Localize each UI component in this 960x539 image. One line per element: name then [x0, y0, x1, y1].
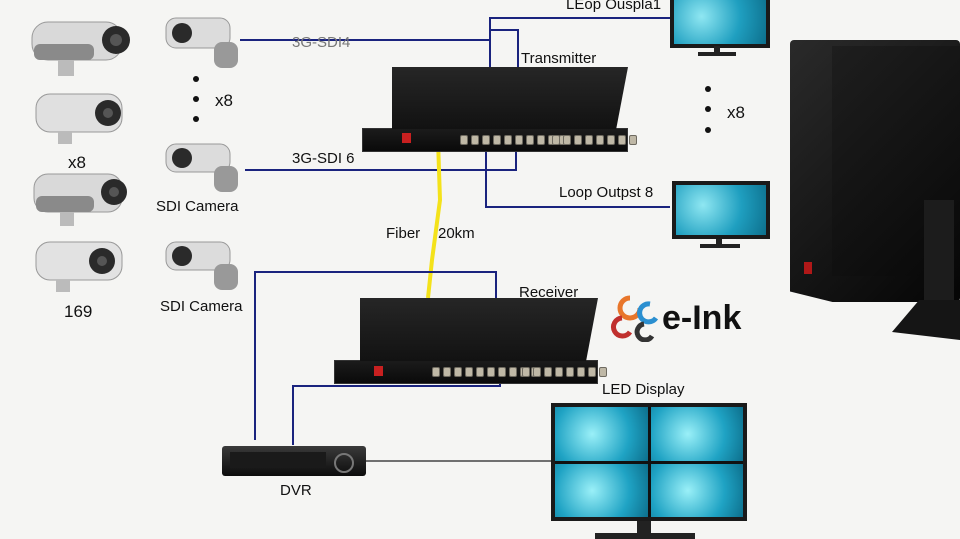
transmitter-label: Transmitter	[521, 50, 597, 67]
camera-icon	[32, 236, 130, 299]
receiver-label: Receiver	[519, 284, 579, 301]
led-display	[551, 403, 747, 539]
top-monitor-label: LEop Ouspla1	[566, 0, 662, 13]
camera-count-label: x8	[68, 153, 86, 172]
led-display-label: LED Display	[602, 381, 685, 398]
sdi-wire-6	[245, 150, 517, 171]
e-ink-logo: e-Ink	[610, 294, 741, 342]
bnc-connectors	[552, 135, 637, 145]
bnc-connectors	[522, 367, 607, 377]
sdi-top-label: 3G-SDI4	[292, 34, 351, 51]
ellipsis-dot	[193, 116, 199, 122]
camera-icon	[32, 88, 132, 153]
sdi-wire-top	[240, 39, 491, 70]
transmitter-top	[392, 67, 628, 129]
fiber-distance-label: 20km	[438, 225, 475, 242]
loop-wire-top-b	[490, 29, 519, 70]
logo-icon	[611, 295, 659, 342]
fiber-label: Fiber	[386, 225, 421, 242]
loop-wire-top	[489, 17, 670, 40]
ellipsis-dot	[193, 76, 199, 82]
monitor-icon	[672, 181, 772, 251]
camera-total-label: 169	[64, 302, 93, 321]
computer-stand	[924, 200, 954, 300]
ellipsis-dot	[705, 106, 711, 112]
receiver-top	[360, 298, 598, 361]
monitor-icon	[670, 0, 770, 60]
sdi-wire-camera2	[254, 271, 497, 440]
ellipsis-dot	[705, 86, 711, 92]
dvr-device	[222, 446, 366, 476]
fiber-cable	[426, 139, 443, 299]
sdi-camera-icon	[162, 14, 244, 77]
ellipsis-dot	[705, 127, 711, 133]
camera-icon	[30, 168, 130, 235]
logo-text: e-Ink	[662, 298, 742, 337]
power-switch	[402, 133, 411, 143]
power-switch	[374, 366, 383, 376]
camera-count-label: x8	[215, 91, 233, 110]
monitor-count-label: x8	[727, 103, 745, 122]
sdi-camera-label: SDI Camera	[156, 198, 239, 215]
sdi-6-label: 3G-SDI 6	[292, 150, 355, 167]
sdi-camera-icon	[162, 140, 244, 201]
loop-output-label: Loop Outpst 8	[559, 184, 654, 201]
sdi-camera-icon	[162, 238, 244, 299]
camera-icon	[28, 14, 133, 85]
ellipsis-dot	[193, 96, 199, 102]
sdi-camera-label: SDI Camera	[160, 298, 243, 315]
dvr-label: DVR	[280, 482, 312, 499]
loop-wire-8	[485, 150, 670, 208]
bnc-connectors	[460, 135, 567, 145]
